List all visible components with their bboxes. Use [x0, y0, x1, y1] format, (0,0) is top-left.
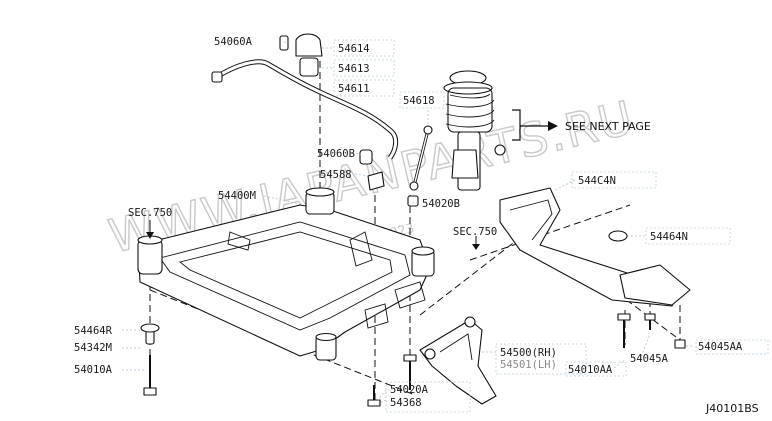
callout-54060B: 54060B: [317, 148, 355, 160]
callout-54611: 54611: [338, 83, 370, 95]
callout-54618: 54618: [403, 95, 435, 107]
callout-54060A: 54060A: [214, 36, 253, 48]
front-subframe: [137, 187, 435, 361]
callout-54045AA: 54045AA: [698, 341, 743, 353]
callout-54500-rh: 54500(RH): [500, 347, 557, 359]
sec-markers: [146, 220, 480, 250]
stabilizer-link: [409, 125, 433, 191]
callout-54010A: 54010A: [74, 364, 113, 376]
mount-bracket: [359, 149, 419, 207]
callout-54020A: 54020A: [390, 384, 429, 396]
callout-54588: 54588: [320, 169, 352, 181]
callout-54400M: 54400M: [218, 190, 256, 202]
callout-54501-lh: 54501(LH): [500, 359, 557, 371]
diagram-code: J40101BS: [705, 402, 759, 415]
strut-assembly: [443, 70, 506, 191]
lower-control-arm: [419, 316, 497, 405]
callout-54342M: 54342M: [74, 342, 112, 354]
stabilizer-bar: [211, 59, 399, 160]
stabilizer-bushing: [279, 33, 323, 77]
callout-54464N: 54464N: [650, 231, 688, 243]
callout-labels: 54060A 54614 54613 54611 54618 54060B 54…: [74, 36, 759, 415]
callout-54368: 54368: [390, 397, 422, 409]
leader-lines: [122, 39, 769, 413]
rear-member: [499, 187, 691, 307]
callout-54613: 54613: [338, 63, 370, 75]
callout-54010AA: 54010AA: [568, 364, 613, 376]
see-next-page-note: SEE NEXT PAGE: [565, 120, 651, 133]
bolts: [140, 313, 686, 407]
callout-54464R: 54464R: [74, 325, 113, 337]
callout-54614: 54614: [338, 43, 370, 55]
see-next-page-pointer: [512, 109, 558, 141]
sec-label-right: SEC.750: [453, 226, 497, 238]
callout-54045A: 54045A: [630, 353, 669, 365]
sec-label-left: SEC.750: [128, 207, 172, 219]
callout-544C4N: 544C4N: [578, 175, 616, 187]
callout-54020B: 54020B: [422, 198, 460, 210]
